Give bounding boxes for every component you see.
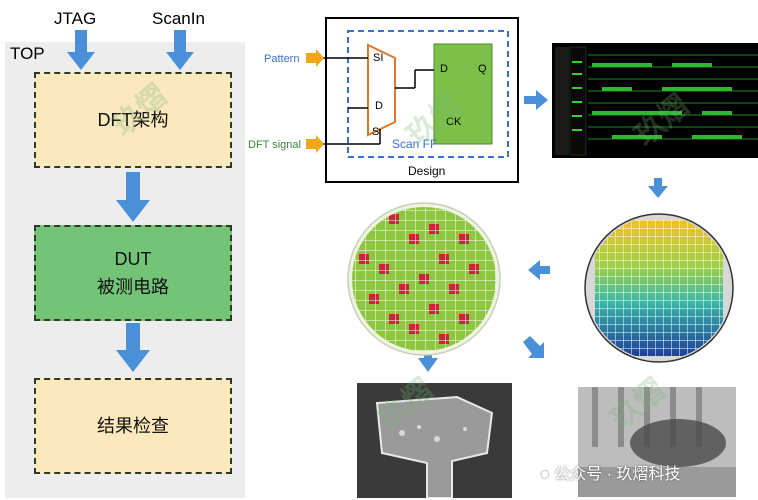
flip-flop-box — [433, 43, 493, 145]
mux-d-label: D — [375, 100, 383, 112]
jtag-arrow — [67, 30, 95, 70]
dut-block-label: DUT — [114, 249, 152, 269]
jtag-label: JTAG — [54, 9, 97, 28]
map-to-sem-arrow — [418, 348, 438, 372]
dut-result-arrow — [116, 323, 150, 372]
scan-mux-shape — [367, 43, 396, 137]
scan-ff-label: Scan FF — [392, 137, 438, 151]
waveform-window — [552, 43, 758, 158]
wafer-colored — [584, 213, 734, 363]
scanin-label: ScanIn — [152, 9, 205, 28]
result-block: 结果检查 — [34, 378, 232, 474]
wafer-map — [347, 202, 501, 356]
dft-dut-arrow — [116, 172, 150, 222]
dft-block: DFT架构 — [34, 72, 232, 168]
design-schematic — [306, 17, 519, 183]
mux-s-label: S — [372, 126, 380, 138]
left-arrows — [67, 30, 194, 372]
dut-block: DUT 被测电路 — [34, 225, 232, 321]
pattern-label: Pattern — [264, 53, 300, 65]
mux-si-label: SI — [373, 52, 384, 64]
wafer-to-map-arrow — [528, 260, 550, 280]
result-block-label: 结果检查 — [97, 416, 169, 436]
scan-ff-dashed-box — [347, 30, 509, 158]
design-label: Design — [408, 164, 446, 178]
ff-q-label: Q — [478, 63, 487, 75]
map-to-tem-arrow — [523, 336, 544, 358]
chat-icon: ● — [540, 466, 550, 483]
ff-d-label: D — [440, 63, 448, 75]
tem-image — [578, 387, 736, 497]
dut-block-sublabel: 被测电路 — [97, 277, 169, 297]
design-to-wave-arrow — [524, 90, 548, 110]
watermark-footer-text: 公众号 · 玖熠科技 — [554, 466, 681, 483]
dft-signal-arrow — [306, 135, 324, 153]
wave-to-wafer-arrow — [648, 178, 668, 198]
scanin-arrow — [166, 30, 194, 70]
pattern-arrow — [306, 49, 324, 67]
ff-ck-label: CK — [446, 116, 462, 128]
top-label: TOP — [10, 44, 45, 63]
sem-image — [357, 383, 512, 498]
watermark-footer: ● 公众号 · 玖熠科技 — [540, 460, 680, 484]
dft-signal-label: DFT signal — [248, 139, 301, 151]
dft-block-label: DFT架构 — [97, 110, 169, 130]
